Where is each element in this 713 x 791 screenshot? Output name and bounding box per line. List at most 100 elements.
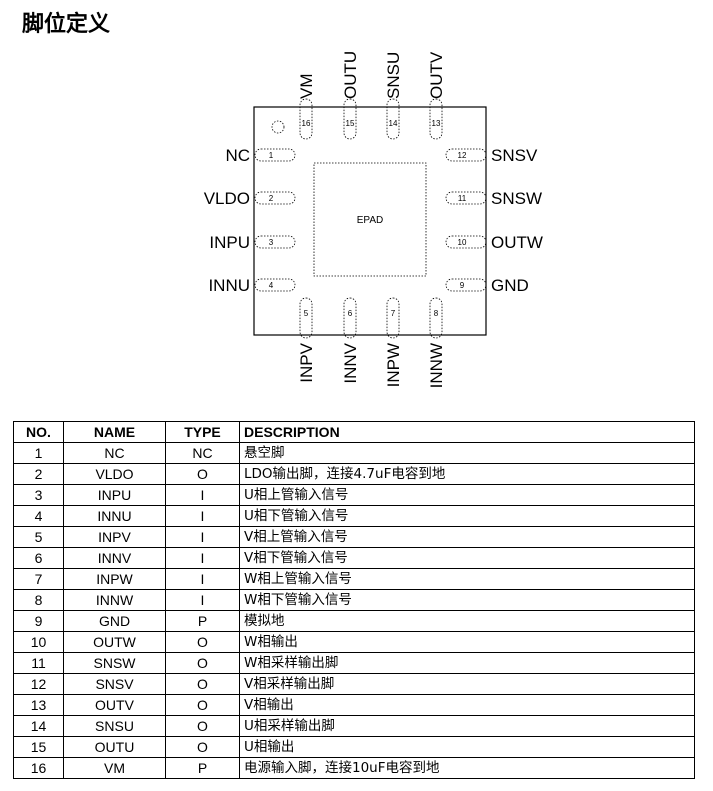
col-header-no: NO. [13, 421, 64, 443]
cell-description: W相输出 [239, 631, 695, 653]
pin-number: 5 [304, 309, 309, 318]
cell-name: INPU [63, 484, 166, 506]
col-header-name: NAME [63, 421, 166, 443]
cell-type: I [165, 505, 240, 527]
cell-name: SNSU [63, 715, 166, 737]
pin-pad [386, 297, 400, 339]
cell-no: 14 [13, 715, 64, 737]
pin-name: VLDO [204, 189, 250, 208]
pin-pad [429, 297, 443, 339]
cell-no: 1 [13, 442, 64, 464]
pin-pad [445, 278, 487, 292]
pin-name: INPU [209, 233, 250, 252]
pin-number: 2 [269, 194, 274, 203]
pin-number: 4 [269, 281, 274, 290]
cell-name: SNSV [63, 673, 166, 695]
pin-name: OUTU [341, 51, 360, 99]
cell-description: V相上管输入信号 [239, 526, 695, 548]
cell-name: OUTW [63, 631, 166, 653]
pin-left: 2 VLDO [204, 189, 296, 208]
cell-name: VM [63, 757, 166, 779]
cell-name: INPW [63, 568, 166, 590]
cell-type: O [165, 736, 240, 758]
pin-top: 14 SNSU [384, 52, 403, 140]
pin-name: SNSU [384, 52, 403, 99]
pin-name: GND [491, 276, 529, 295]
pin-number: 7 [391, 309, 396, 318]
pin-name: OUTV [427, 51, 446, 99]
pin-number: 14 [389, 119, 398, 128]
pin-pad [343, 98, 357, 140]
cell-type: I [165, 589, 240, 611]
cell-no: 6 [13, 547, 64, 569]
pin-pad [254, 191, 296, 205]
pin-pad [254, 148, 296, 162]
cell-description: U相输出 [239, 736, 695, 758]
pin-number: 13 [432, 119, 441, 128]
pin-number: 15 [346, 119, 355, 128]
cell-no: 4 [13, 505, 64, 527]
cell-no: 11 [13, 652, 64, 674]
col-header-description: DESCRIPTION [239, 421, 695, 443]
cell-name: INNV [63, 547, 166, 569]
cell-type: NC [165, 442, 240, 464]
cell-no: 16 [13, 757, 64, 779]
pin-top: 15 OUTU [341, 51, 360, 140]
cell-description: 悬空脚 [239, 442, 695, 464]
cell-type: P [165, 610, 240, 632]
epad-label: EPAD [357, 215, 384, 226]
pin-right: 11 SNSW [445, 189, 542, 208]
cell-description: LDO输出脚，连接4.7uF电容到地 [239, 463, 695, 485]
cell-name: OUTU [63, 736, 166, 758]
pin-name: VM [297, 74, 316, 100]
cell-name: SNSW [63, 652, 166, 674]
pin-number: 8 [434, 309, 439, 318]
cell-type: I [165, 568, 240, 590]
pin-pad [343, 297, 357, 339]
cell-type: O [165, 631, 240, 653]
pin-pad [386, 98, 400, 140]
pin-pad [254, 235, 296, 249]
pin-left: 1NC [225, 146, 296, 165]
cell-type: O [165, 673, 240, 695]
cell-description: U相上管输入信号 [239, 484, 695, 506]
cell-description: U相采样输出脚 [239, 715, 695, 737]
col-header-type: TYPE [165, 421, 240, 443]
cell-no: 8 [13, 589, 64, 611]
cell-description: W相上管输入信号 [239, 568, 695, 590]
cell-no: 13 [13, 694, 64, 716]
pin-name: INNU [208, 276, 250, 295]
cell-description: U相下管输入信号 [239, 505, 695, 527]
pin-name: SNSW [491, 189, 542, 208]
pin-number: 3 [269, 238, 274, 247]
pin-number: 6 [348, 309, 353, 318]
cell-type: I [165, 526, 240, 548]
pin-number: 11 [458, 194, 467, 203]
cell-description: V相下管输入信号 [239, 547, 695, 569]
cell-no: 5 [13, 526, 64, 548]
epad [313, 162, 427, 277]
cell-type: O [165, 694, 240, 716]
cell-description: W相采样输出脚 [239, 652, 695, 674]
pin-name: SNSV [491, 146, 538, 165]
pin-left: 3 INPU [209, 233, 296, 252]
pin-name: INPV [297, 342, 316, 382]
